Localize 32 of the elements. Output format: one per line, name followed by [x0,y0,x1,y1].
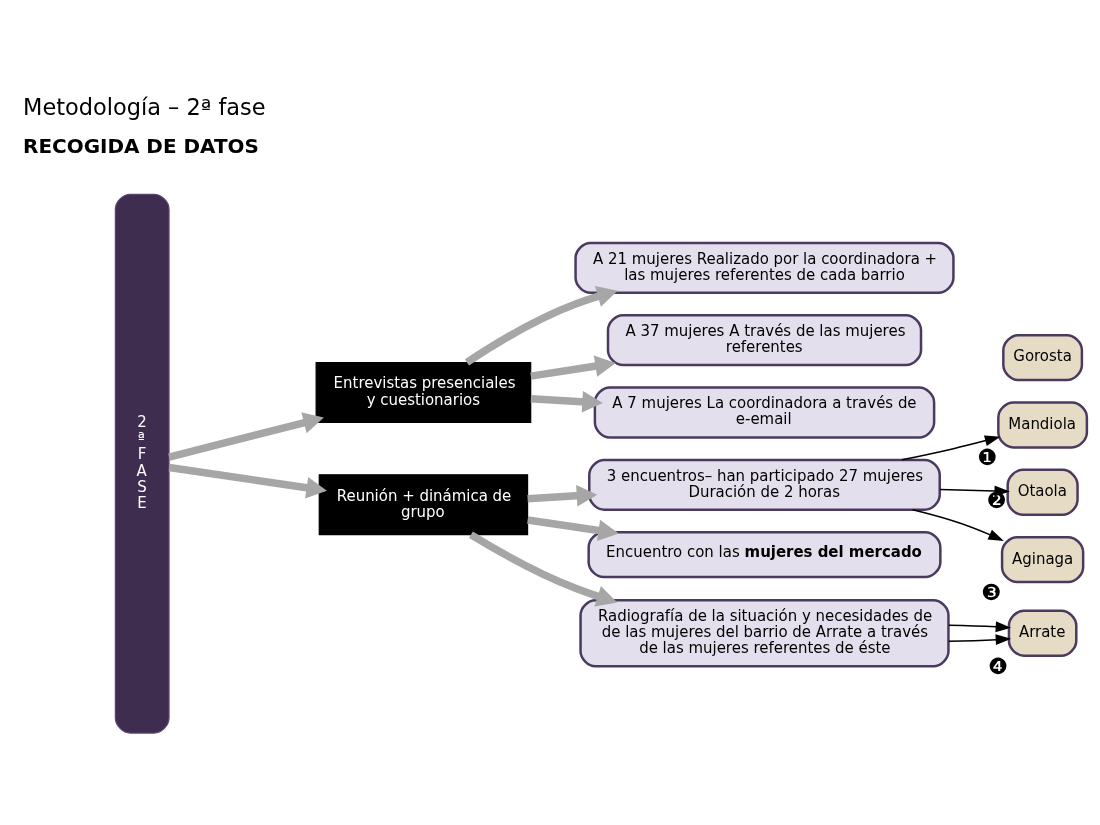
node-label: ❹ [987,652,1008,679]
arrow [911,509,1004,541]
node-box: Mandiola [997,401,1089,449]
arrow [901,435,1001,461]
node-label: ❸ [980,579,1002,606]
node-box: 2ª FASE [114,193,170,734]
node-box: A 21 mujeres Realizado por la coordinadora + las mujeres referentes de cada barrio [574,241,955,295]
diagram-title: Metodología – 2ª fase [23,93,266,120]
label: RECOGIDA DE DATOS [23,133,259,158]
node-box: A 37 mujeres A través de las mujeres referentes [606,313,923,367]
node-box: Aginaga [1000,535,1085,584]
arrow [939,485,1010,497]
node-box: 3 encuentros– han participado 27 mujeres Duración de 2 horas [588,458,941,512]
node-box: Arrate [1007,609,1078,657]
arrow [168,463,327,499]
arrow [948,634,1012,646]
node-box: A 7 mujeres La coordinadora a través de e-email [593,386,936,439]
arrow [469,531,618,607]
node-label: ❶ [977,444,998,471]
node-box: Entrevistas presenciales y cuestionarios [315,362,532,424]
arrow [527,485,598,507]
node-box: Reunión + dinámica de grupo [318,474,529,536]
node-box: Otaola [1006,468,1079,516]
node-box: Encuentro con las mujeres del mercado [587,530,942,579]
arrow [530,391,603,413]
arrow [168,412,324,461]
arrow [527,516,619,542]
node-box: Radiografía de la situación y necesidades de de las mujeres del barrio de Arrate a través de las mujeres referentes de éste [579,598,950,668]
arrow [948,621,1012,633]
arrow [530,355,616,380]
node-box: Gorosta [1002,333,1084,382]
arrow [464,285,618,366]
